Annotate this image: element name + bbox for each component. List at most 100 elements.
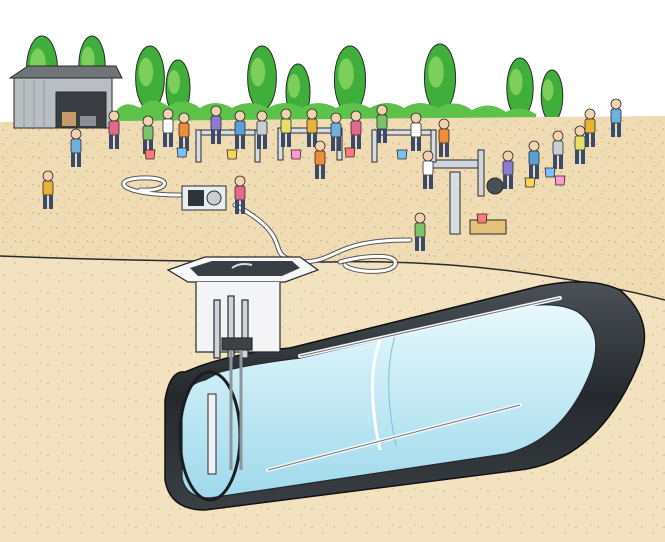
person-leg — [169, 133, 173, 147]
person-head — [438, 118, 450, 130]
person-leg — [241, 200, 245, 214]
person-head — [574, 125, 586, 137]
faucet-post — [430, 129, 437, 163]
tree-highlight — [509, 68, 523, 96]
person-head — [42, 170, 54, 182]
person-leg — [423, 175, 427, 189]
tree-highlight — [542, 79, 554, 101]
person-leg — [351, 135, 355, 149]
person-head — [280, 108, 292, 120]
person-head — [422, 150, 434, 162]
person-leg — [503, 175, 507, 189]
faucet-post — [195, 129, 202, 163]
person-head — [70, 128, 82, 140]
person-body — [422, 160, 434, 176]
person-head — [162, 108, 174, 120]
manhole-icon — [166, 256, 320, 283]
person-leg — [377, 129, 381, 143]
storage-shed-icon — [8, 65, 123, 129]
tree-highlight — [288, 74, 300, 98]
person-leg — [71, 153, 75, 167]
bucket-icon — [554, 175, 566, 186]
person-leg — [241, 135, 245, 149]
person-leg — [411, 137, 415, 151]
person-body — [70, 138, 82, 154]
person-head — [108, 110, 120, 122]
person-body — [610, 108, 622, 124]
bucket-icon — [226, 149, 238, 160]
person-body — [306, 118, 318, 134]
person-body — [438, 128, 450, 144]
bucket-icon — [544, 167, 556, 178]
tree-highlight — [428, 56, 444, 88]
person-body — [502, 160, 514, 176]
person-head — [502, 150, 514, 162]
person-body — [376, 114, 388, 130]
person-leg — [611, 123, 615, 137]
faucet-bar — [195, 129, 261, 136]
person-body — [574, 135, 586, 151]
person-body — [108, 120, 120, 136]
person-leg — [307, 133, 311, 147]
person-body — [552, 140, 564, 156]
person-leg — [383, 129, 387, 143]
person-leg — [581, 150, 585, 164]
person-body — [210, 115, 222, 131]
person-leg — [337, 137, 341, 151]
person-body — [280, 118, 292, 134]
ground-line — [0, 255, 665, 301]
person-leg — [217, 130, 221, 144]
person-leg — [321, 165, 325, 179]
person-leg — [77, 153, 81, 167]
person-leg — [115, 135, 119, 149]
person-leg — [149, 140, 153, 154]
faucet-bar — [371, 129, 437, 136]
person-head — [350, 110, 362, 122]
tree-highlight — [168, 70, 180, 94]
person-leg — [235, 200, 239, 214]
person-body — [178, 122, 190, 138]
person-leg — [585, 133, 589, 147]
riser-shaft — [195, 282, 281, 470]
person-leg — [559, 155, 563, 169]
underground-water-tank — [164, 281, 646, 511]
person-body — [330, 122, 342, 138]
person-body — [410, 122, 422, 138]
person-leg — [315, 165, 319, 179]
bucket-icon — [144, 147, 566, 224]
person-body — [584, 118, 596, 134]
pump-icon — [181, 185, 227, 211]
person-leg — [445, 143, 449, 157]
bucket-icon — [344, 147, 356, 158]
person-leg — [185, 137, 189, 151]
person-leg — [179, 137, 183, 151]
person-body — [414, 222, 426, 238]
person-leg — [415, 237, 419, 251]
person-head — [330, 112, 342, 124]
ground-texture — [0, 116, 665, 300]
person-body — [142, 125, 154, 141]
tree-highlight — [250, 57, 266, 87]
person-leg — [49, 195, 53, 209]
bucket-icon — [144, 149, 156, 160]
faucet-post — [371, 129, 378, 163]
tree-highlight — [138, 57, 154, 87]
person-body — [314, 150, 326, 166]
bucket-icon — [290, 149, 302, 160]
person-head — [414, 212, 426, 224]
person-head — [376, 104, 388, 116]
person-leg — [417, 137, 421, 151]
person-head — [234, 175, 246, 187]
person-body — [42, 180, 54, 196]
person-head — [584, 108, 596, 120]
person-leg — [421, 237, 425, 251]
person-leg — [109, 135, 113, 149]
person-body — [234, 120, 246, 136]
person-leg — [211, 130, 215, 144]
person-leg — [281, 133, 285, 147]
person-head — [210, 105, 222, 117]
person-leg — [257, 135, 261, 149]
person-icon — [42, 98, 622, 251]
person-body — [256, 120, 268, 136]
